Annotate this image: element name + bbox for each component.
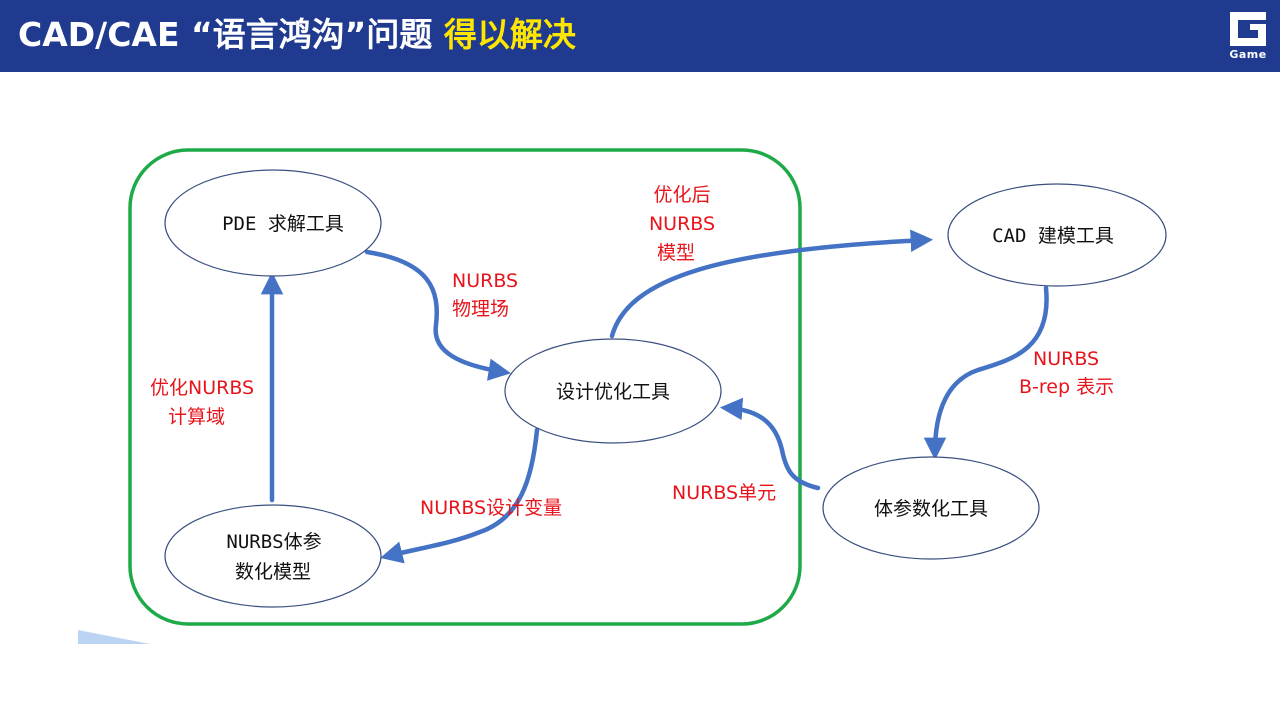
edge-label-element: NURBS单元: [672, 482, 776, 504]
edge-label-optimized-line2: NURBS: [649, 213, 715, 235]
arrow-pde-to-design: [364, 249, 511, 381]
edge-label-domain-line1: 优化NURBS: [150, 377, 254, 399]
node-cad-label: CAD 建模工具: [992, 225, 1114, 247]
node-volume-param: 体参数化工具: [822, 456, 1040, 560]
arrow-design-to-model: [380, 427, 540, 564]
node-volume-label: 体参数化工具: [874, 498, 988, 520]
arrow-design-to-cad: [609, 229, 934, 339]
title-highlight-text: 得以解决: [443, 15, 576, 54]
edge-label-design-vars: NURBS设计变量: [420, 497, 562, 519]
edge-label-physics-line1: NURBS: [452, 270, 518, 292]
integration-frame: [128, 148, 802, 626]
decorative-wedge: [78, 630, 150, 644]
node-nurbs-model: NURBS体参 数化模型: [164, 504, 382, 608]
arrow-cad-to-volume: [923, 285, 1049, 461]
edge-label-domain-line2: 计算域: [168, 406, 225, 428]
edge-label-optimized-line3: 模型: [657, 242, 695, 264]
title-main-text: CAD/CAE “语言鸿沟”问题: [18, 15, 444, 54]
node-design-optimizer: 设计优化工具: [504, 338, 722, 444]
logo-text: Game: [1229, 48, 1267, 61]
edge-label-brep-line1: NURBS: [1033, 348, 1099, 370]
arrow-volume-to-design: [719, 397, 821, 491]
node-pde-label: PDE 求解工具: [222, 213, 344, 235]
node-nurbs-model-line1: NURBS体参: [226, 531, 321, 553]
node-design-label: 设计优化工具: [556, 381, 670, 403]
edge-label-optimized-line1: 优化后: [653, 184, 710, 206]
edge-label-brep-line2: B-rep 表示: [1019, 376, 1114, 398]
game-logo-icon: [1230, 12, 1266, 46]
title-bar: CAD/CAE “语言鸿沟”问题 得以解决 Game: [0, 0, 1280, 72]
node-cad-modeler: CAD 建模工具: [947, 183, 1167, 287]
page-title: CAD/CAE “语言鸿沟”问题 得以解决: [18, 14, 576, 56]
node-pde-solver: PDE 求解工具: [164, 169, 382, 277]
game-logo: Game: [1222, 8, 1274, 64]
edge-label-physics-line2: 物理场: [452, 298, 509, 320]
node-nurbs-model-line2: 数化模型: [235, 561, 311, 583]
